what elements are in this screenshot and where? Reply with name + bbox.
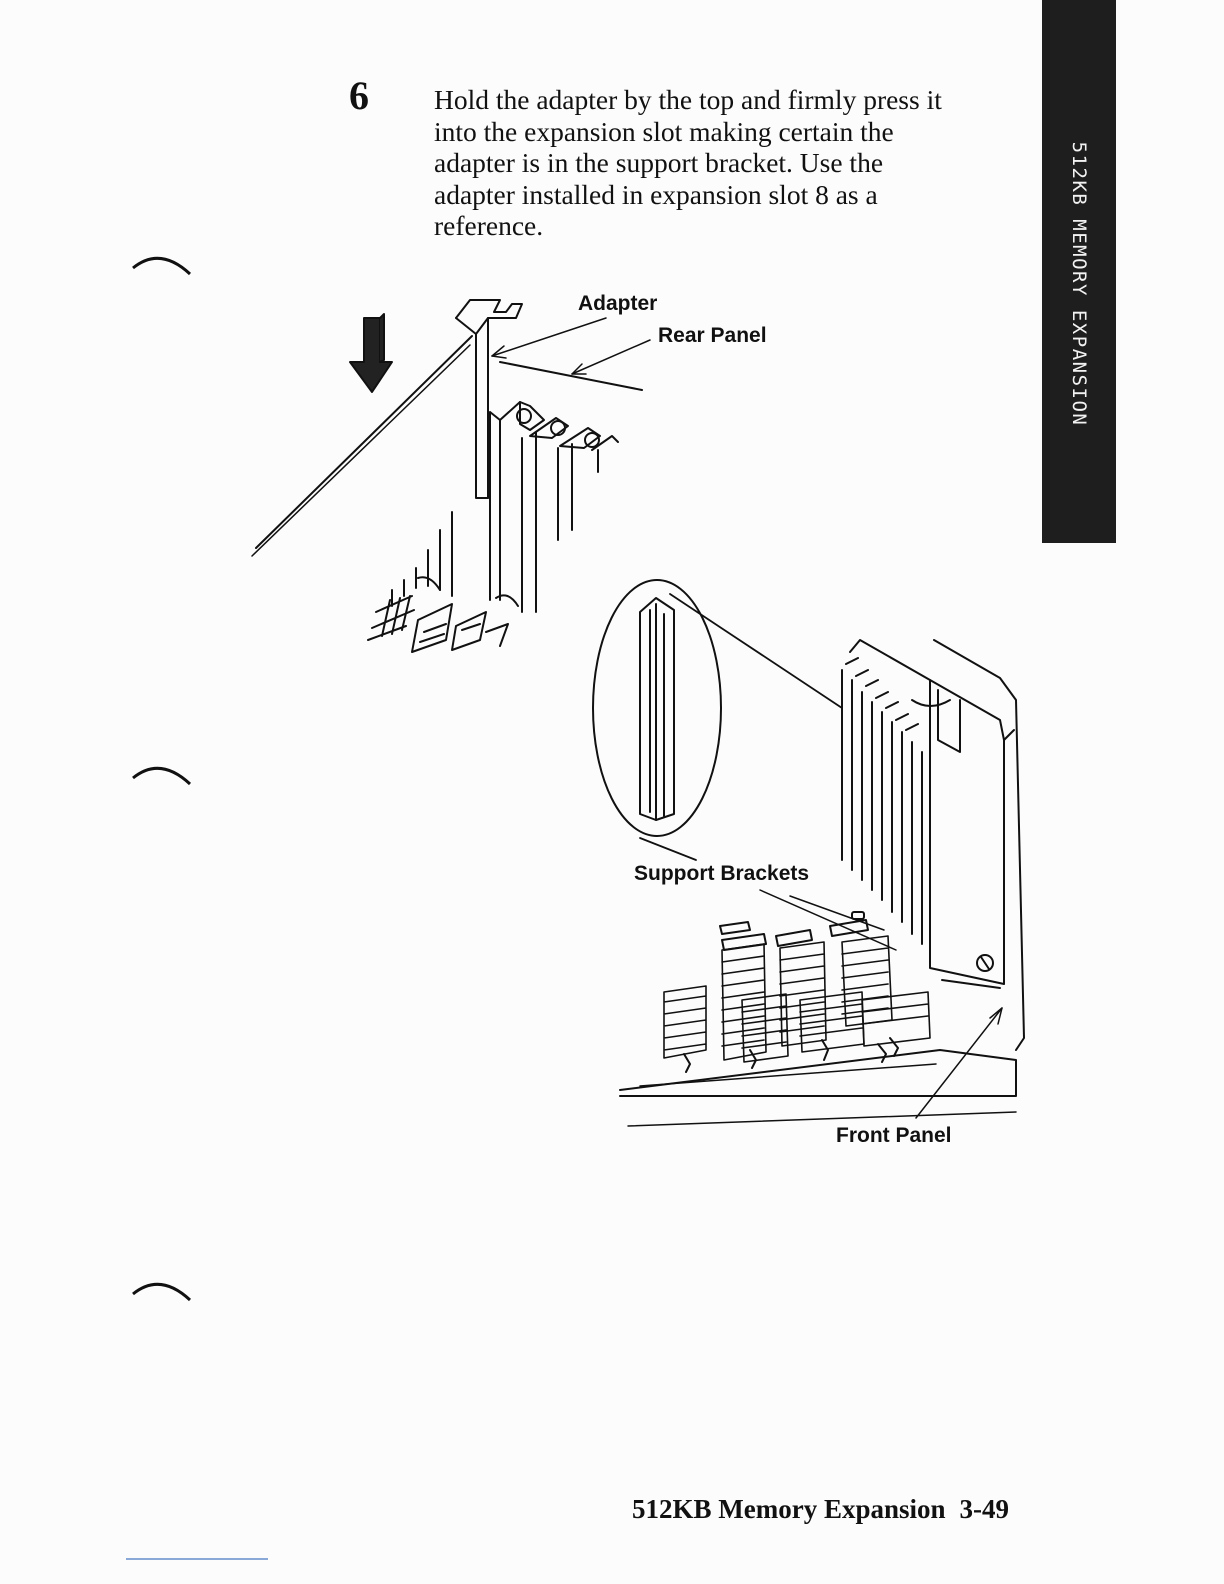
callout-front-panel: Front Panel [836,1124,952,1148]
page-number: 3-49 [960,1494,1010,1524]
callout-leaders-lower [760,890,1002,1118]
callout-support-brackets: Support Brackets [634,862,809,886]
footer-title: 512KB Memory Expansion [632,1494,946,1524]
footer-rule [126,1558,268,1560]
ram-chip-rows [664,936,930,1062]
callout-adapter: Adapter [578,292,657,316]
down-arrow-icon [350,318,392,392]
callout-rear-panel: Rear Panel [658,324,767,348]
page-footer: 512KB Memory Expansion 3-49 [632,1494,1009,1525]
support-bracket-magnified [593,580,842,860]
adapter-insertion-drawing [252,300,642,652]
